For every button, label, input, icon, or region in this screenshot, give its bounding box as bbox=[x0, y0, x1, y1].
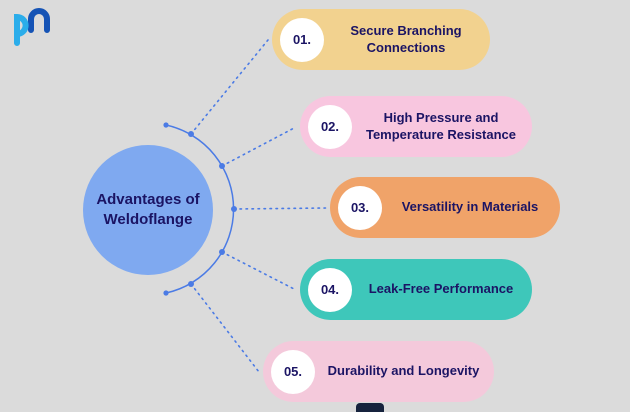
item-label: High Pressure and Temperature Resistance bbox=[365, 109, 517, 142]
advantage-pill: 05. Durability and Longevity bbox=[263, 341, 494, 402]
central-topic-title: Advantages of Weldoflange bbox=[96, 190, 200, 228]
item-number-badge: 03. bbox=[338, 185, 382, 230]
item-label: Durability and Longevity bbox=[327, 363, 480, 379]
item-label: Leak-Free Performance bbox=[368, 281, 514, 297]
watermark bbox=[356, 403, 384, 412]
item-label: Secure Branching Connections bbox=[350, 22, 462, 55]
item-number-badge: 01. bbox=[280, 17, 324, 62]
pm-logo-icon bbox=[14, 8, 50, 46]
advantage-pill: 03. Versatility in Materials bbox=[330, 177, 560, 238]
advantage-pill: 01. Secure Branching Connections bbox=[272, 9, 490, 70]
item-number-badge: 05. bbox=[271, 349, 315, 394]
central-topic-circle: Advantages of Weldoflange bbox=[83, 145, 213, 275]
item-label: Versatility in Materials bbox=[401, 199, 539, 215]
item-number-badge: 04. bbox=[308, 267, 352, 312]
pm-logo bbox=[8, 4, 54, 46]
item-number-badge: 02. bbox=[308, 104, 352, 149]
advantage-pill: 02. High Pressure and Temperature Resist… bbox=[300, 96, 532, 157]
advantage-pill: 04. Leak-Free Performance bbox=[300, 259, 532, 320]
